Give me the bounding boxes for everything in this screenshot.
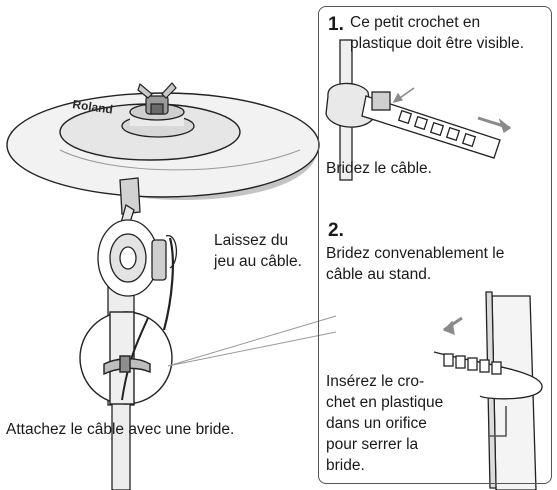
insert-note-line5: bride. [326, 455, 365, 476]
insert-note-line1: Insérez le cro- [326, 371, 424, 392]
step1-caption: Bridez le câble. [326, 158, 432, 179]
mount-clamp [98, 220, 176, 296]
insert-note-line4: pour serrer la [326, 434, 418, 455]
attach-caption: Attachez le câble avec une bride. [6, 419, 234, 440]
step1-line1: Ce petit crochet en [350, 12, 480, 33]
insert-note-line2: chet en plastique [326, 392, 443, 413]
step1-number: 1. [328, 14, 344, 36]
slack-note-line1: Laissez du [214, 230, 288, 251]
step2-number: 2. [328, 220, 344, 242]
detail-circle [80, 312, 172, 404]
magnifier-leader [168, 316, 336, 366]
step2-line2: câble au stand. [326, 264, 431, 285]
slack-note-line2: jeu au câble. [214, 251, 302, 272]
step1-line2: plastique doit être visible. [350, 33, 524, 54]
step2-line1: Bridez convenablement le [326, 243, 504, 264]
insert-note-line3: dans un orifice [326, 413, 427, 434]
